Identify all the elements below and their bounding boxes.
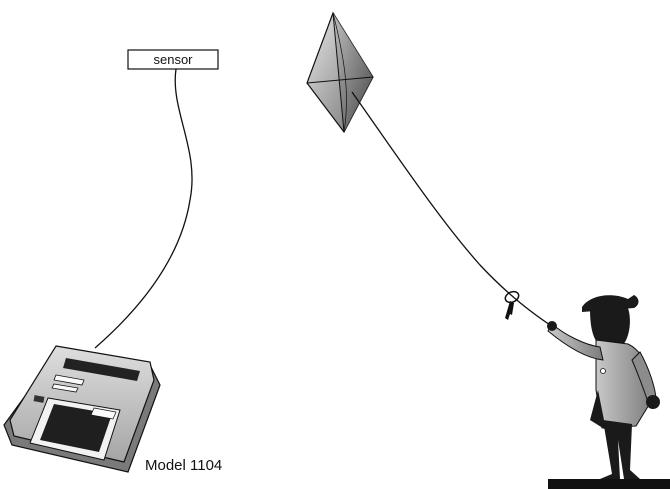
- sensor-box: sensor: [127, 49, 219, 70]
- key: [504, 290, 520, 320]
- ground-platform: [548, 479, 670, 489]
- handheld-device: [3, 345, 161, 473]
- sensor-cable: [94, 68, 193, 349]
- device-label: Model 1104: [145, 457, 222, 474]
- kite-string: [351, 91, 554, 328]
- kite: [306, 11, 374, 134]
- person-silhouette: [547, 295, 670, 489]
- device-screen: [40, 404, 112, 452]
- device-display: [63, 358, 140, 381]
- sensor-label: sensor: [153, 52, 193, 67]
